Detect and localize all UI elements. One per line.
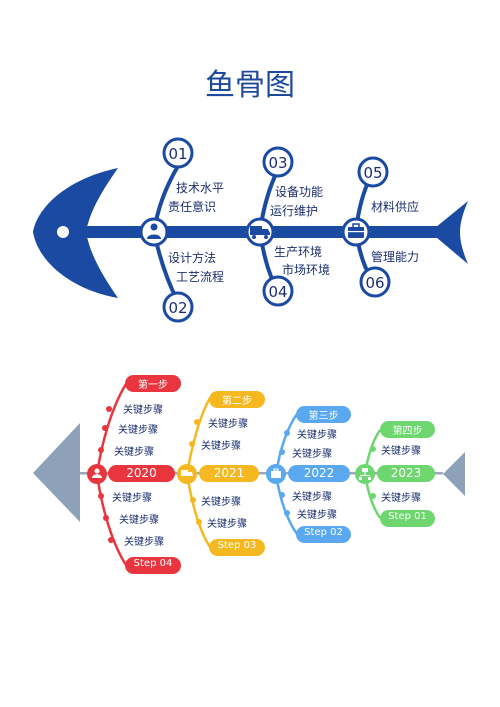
g1-item-top-1: 关键步骤 bbox=[123, 405, 163, 416]
pill-g1-top: 第一步 bbox=[138, 380, 168, 391]
g2-item-top-1: 关键步骤 bbox=[208, 419, 248, 430]
pill-g4-year: 2023 bbox=[390, 466, 422, 480]
label-01-line1: 技术水平 bbox=[176, 181, 225, 195]
node-01: 01 bbox=[162, 137, 194, 169]
label-04-line2: 市场环境 bbox=[282, 263, 331, 277]
fish-head bbox=[33, 168, 118, 298]
bone-05 bbox=[354, 173, 374, 233]
g3-item-bottom-2: 关键步骤 bbox=[297, 510, 337, 521]
node-02: 02 bbox=[162, 291, 194, 323]
g2-item-bottom-1: 关键步骤 bbox=[201, 497, 241, 508]
pill-g3-bottom: Step 02 bbox=[304, 527, 343, 538]
pill-g4-top: 第四步 bbox=[392, 426, 423, 437]
node-04: 04 bbox=[262, 275, 294, 307]
pill-g1-year: 2020 bbox=[126, 466, 157, 480]
g3-item-bottom-1: 关键步骤 bbox=[292, 492, 332, 503]
label-06: 管理能力 bbox=[371, 250, 420, 264]
svg-text:03: 03 bbox=[268, 154, 287, 172]
node-05: 05 bbox=[357, 156, 389, 188]
network-icon bbox=[359, 468, 371, 480]
briefcase-icon bbox=[341, 217, 371, 247]
truck-icon bbox=[181, 470, 188, 476]
bone-04 bbox=[258, 231, 280, 292]
pill-g2-bottom: Step 03 bbox=[217, 540, 257, 551]
g3-item-top-2: 关键步骤 bbox=[292, 449, 332, 460]
svg-text:04: 04 bbox=[268, 283, 287, 301]
g1-item-bottom-2: 关键步骤 bbox=[119, 515, 159, 526]
fish-tail bbox=[430, 201, 468, 264]
node-03: 03 bbox=[262, 146, 294, 178]
label-01-line2: 责任意识 bbox=[168, 200, 217, 214]
g1-item-bottom-1: 关键步骤 bbox=[112, 493, 152, 504]
g2-item-bottom-2: 关键步骤 bbox=[207, 519, 247, 530]
svg-text:05: 05 bbox=[363, 164, 382, 182]
label-02-line1: 设计方法 bbox=[168, 251, 217, 265]
pill-g2-year: 2021 bbox=[213, 466, 245, 480]
fish2-head bbox=[33, 423, 80, 522]
label-04-line1: 生产环境 bbox=[274, 245, 323, 259]
pill-g1-bottom: Step 04 bbox=[133, 558, 173, 569]
truck-icon bbox=[245, 217, 275, 247]
bone-03 bbox=[258, 169, 280, 233]
label-05: 材料供应 bbox=[371, 200, 420, 214]
svg-text:01: 01 bbox=[168, 145, 187, 163]
pill-g3-top: 第三步 bbox=[308, 411, 339, 422]
briefcase-icon bbox=[271, 471, 281, 478]
g1-item-top-3: 关键步骤 bbox=[114, 447, 154, 458]
person-icon bbox=[139, 217, 169, 247]
g4-item-top-1: 关键步骤 bbox=[381, 446, 421, 457]
svg-text:06: 06 bbox=[365, 274, 384, 292]
pill-g3-year: 2022 bbox=[303, 466, 335, 480]
fish2-tail bbox=[443, 452, 465, 496]
fish-eye bbox=[57, 226, 69, 238]
g2-item-top-2: 关键步骤 bbox=[201, 441, 241, 452]
pill-g4-bottom: Step 01 bbox=[388, 511, 427, 522]
label-03-line2: 运行维护 bbox=[270, 204, 319, 218]
svg-text:02: 02 bbox=[168, 299, 187, 317]
g4-item-bottom-1: 关键步骤 bbox=[381, 493, 421, 504]
label-03-line1: 设备功能 bbox=[275, 185, 324, 199]
pill-g2-top: 第二步 bbox=[222, 396, 252, 407]
g1-item-top-2: 关键步骤 bbox=[118, 425, 158, 436]
label-02-line2: 工艺流程 bbox=[176, 270, 225, 284]
node-06: 06 bbox=[359, 266, 391, 298]
page-title: 鱼骨图 bbox=[205, 68, 295, 103]
bone-02 bbox=[152, 231, 179, 301]
person-icon bbox=[94, 468, 100, 474]
g1-item-bottom-3: 关键步骤 bbox=[124, 537, 164, 548]
g3-item-top-1: 关键步骤 bbox=[297, 430, 337, 441]
fish-spine bbox=[86, 226, 442, 238]
